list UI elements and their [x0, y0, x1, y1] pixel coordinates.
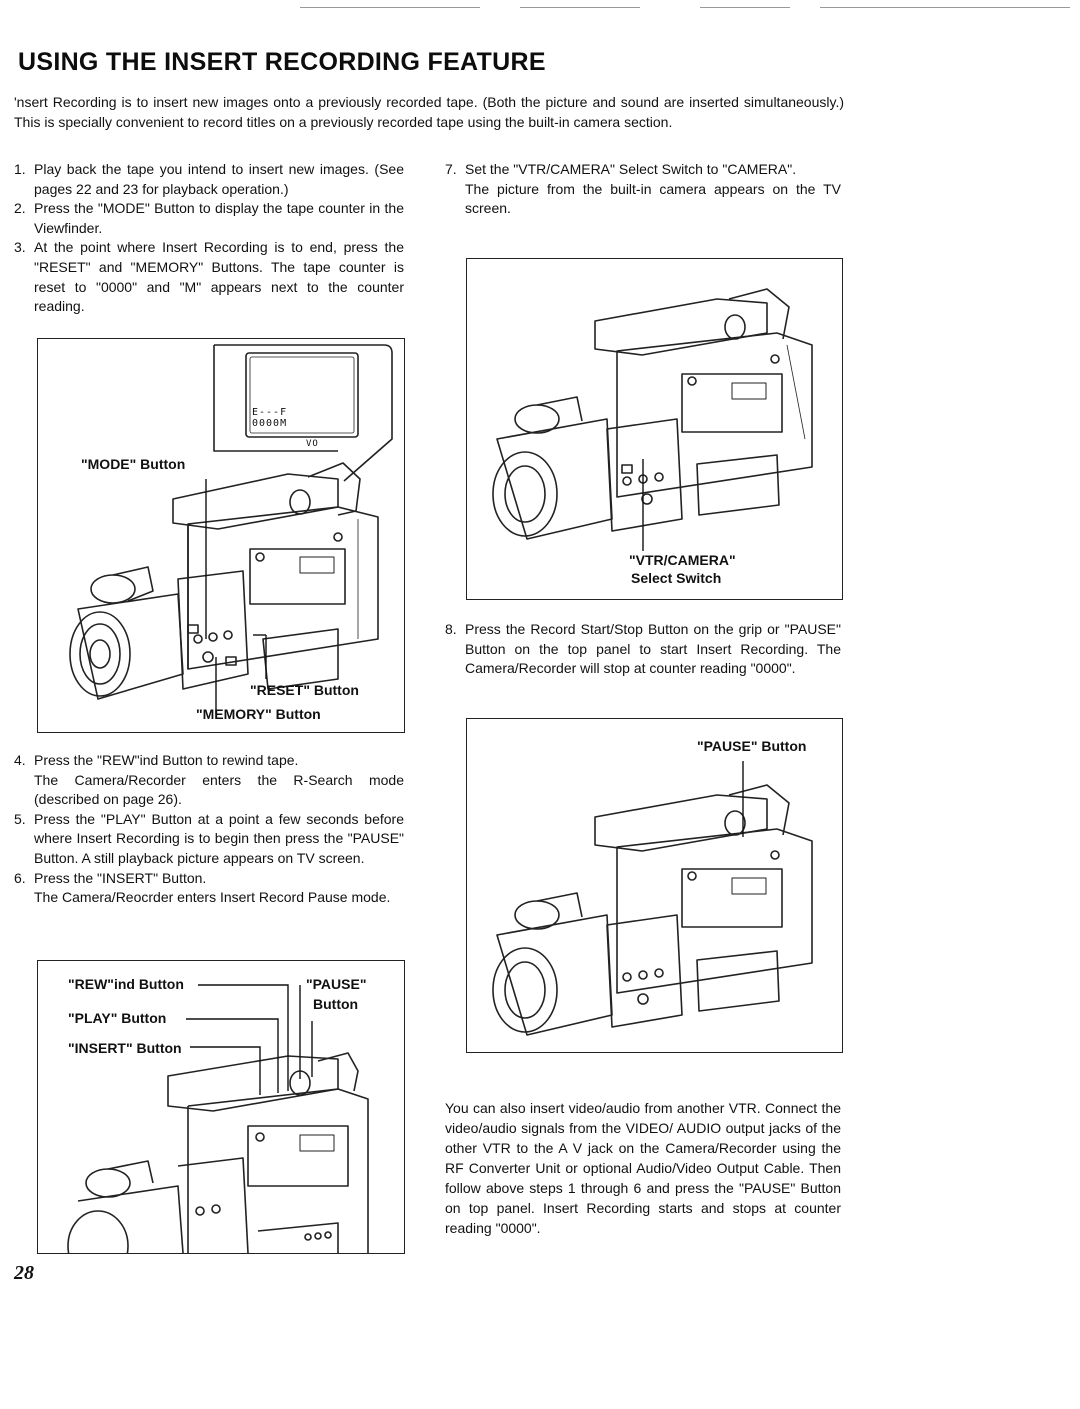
step-number: 3.	[14, 239, 26, 256]
step-note: The Camera/Reocrder enters Insert Record…	[34, 889, 391, 906]
step-number: 6.	[14, 869, 26, 886]
step-note: The picture from the built-in camera app…	[465, 180, 841, 217]
page-number: 28	[14, 1262, 34, 1284]
step-number: 2.	[14, 200, 26, 217]
step-1: 1. Play back the tape you intend to inser…	[14, 160, 404, 199]
mode-button-label: "MODE" Button	[81, 456, 186, 472]
step-3: 3. At the point where Insert Recording is…	[14, 238, 404, 316]
page-title: USING THE INSERT RECORDING FEATURE	[18, 48, 546, 76]
step-6: 6. Press the "INSERT" Button.	[14, 869, 404, 889]
intro-paragraph: 'nsert Recording is to insert new images…	[14, 94, 844, 130]
step-5: 5. Press the "PLAY" Button at a point a f…	[14, 810, 404, 869]
vtr-camera-switch-label: Select Switch	[631, 570, 722, 586]
pause-button-label: Button	[313, 996, 359, 1012]
vtr-camera-switch-label: "VTR/CAMERA"	[629, 552, 736, 568]
step-text: Press the "INSERT" Button.	[34, 869, 207, 886]
vf-line: E---F	[252, 407, 288, 418]
top-rule	[820, 7, 1070, 8]
step-2: 2. Press the "MODE" Button to display the…	[14, 199, 404, 238]
camcorder-illustration	[492, 761, 813, 1036]
step-text: Press the "MODE" Button to display the t…	[34, 200, 404, 236]
step-text: Press the "PLAY" Button at a point a few…	[34, 810, 404, 866]
step-text: Set the "VTR/CAMERA" Select Switch to "C…	[465, 161, 797, 177]
figure-rew-play-insert-pause: "REW"ind Button "PLAY" Button "INSERT" B…	[37, 960, 405, 1254]
camcorder-illustration	[492, 288, 813, 551]
figure-vtr-camera-switch: "VTR/CAMERA" Select Switch	[466, 258, 843, 600]
rew-button-label: "REW"ind Button	[68, 976, 184, 992]
viewfinder-readout: E---F 0000M	[252, 407, 287, 429]
step-number: 5.	[14, 810, 26, 827]
step-note: The Camera/Recorder enters the R-Search …	[34, 771, 404, 808]
step-text: At the point where Insert Recording is t…	[34, 239, 404, 315]
memory-button-label: "MEMORY" Button	[196, 706, 321, 722]
step-number: 8.	[445, 621, 457, 637]
camcorder-illustration	[67, 984, 369, 1253]
figure-mode-reset-memory: E---F 0000M VO "MODE" Button "RESET" But…	[37, 338, 405, 733]
left-steps: 1. Play back the tape you intend to inser…	[14, 160, 404, 317]
reset-button-label: "RESET" Button	[250, 682, 359, 698]
top-rule	[520, 7, 640, 8]
figure-pause-button: "PAUSE" Button	[466, 718, 843, 1053]
closing-paragraph: You can also insert video/audio from ano…	[445, 1100, 841, 1236]
step-4: 4. Press the "REW"ind Button to rewind ta…	[14, 751, 404, 771]
step-number: 7.	[445, 161, 457, 177]
top-rule	[300, 7, 480, 8]
vf-line: 0000M	[252, 418, 288, 429]
right-step-7: 7. Set the "VTR/CAMERA" Select Switch to …	[445, 160, 841, 219]
pause-button-label: "PAUSE" Button	[697, 738, 807, 754]
camcorder-illustration	[69, 344, 393, 714]
left-steps-lower: 4. Press the "REW"ind Button to rewind ta…	[14, 751, 404, 908]
step-text: Press the Record Start/Stop Button on th…	[465, 621, 841, 677]
step-text: Play back the tape you intend to insert …	[34, 161, 404, 197]
step-number: 4.	[14, 752, 26, 768]
step-text: Press the "REW"ind Button to rewind tape…	[34, 752, 299, 768]
insert-button-label: "INSERT" Button	[68, 1040, 182, 1056]
pause-button-label: "PAUSE"	[306, 976, 367, 992]
right-step-8: 8. Press the Record Start/Stop Button on …	[445, 620, 841, 679]
viewfinder-vo: VO	[306, 439, 319, 449]
step-8: 8. Press the Record Start/Stop Button on …	[445, 620, 841, 679]
play-button-label: "PLAY" Button	[68, 1010, 167, 1026]
top-rule	[700, 7, 790, 8]
step-number: 1.	[14, 161, 26, 177]
step-7: 7. Set the "VTR/CAMERA" Select Switch to …	[445, 160, 841, 180]
